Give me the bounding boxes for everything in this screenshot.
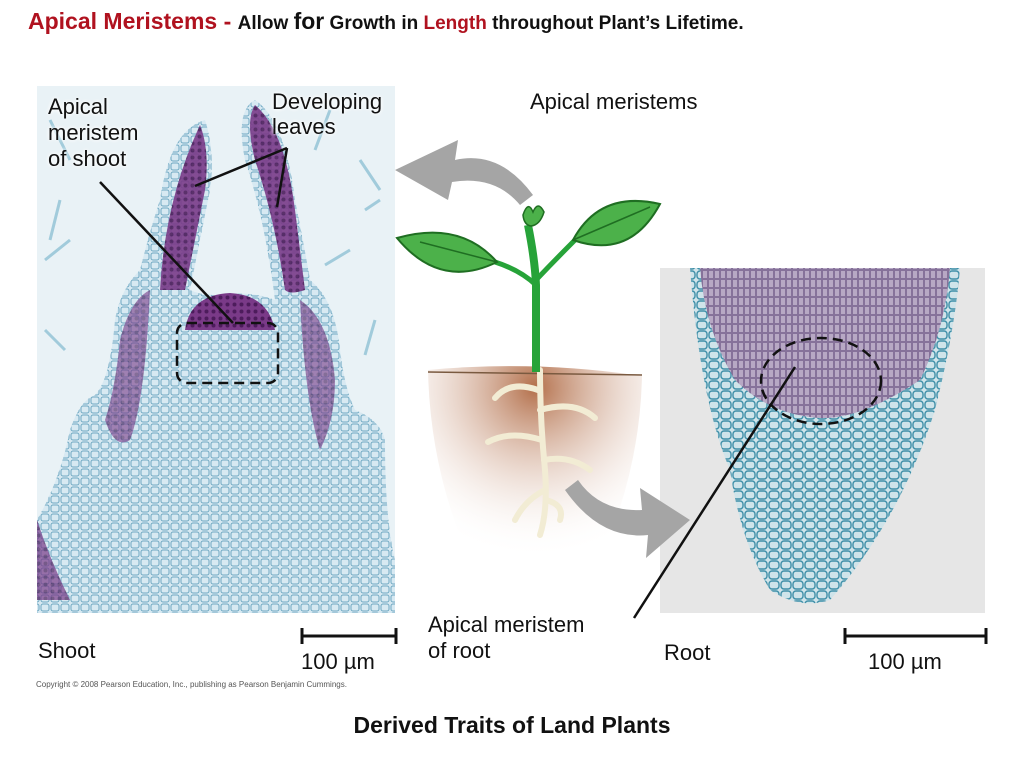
title-apical-meristems: Apical Meristems - [28,8,238,34]
label-shoot-meristem-line3: of shoot [48,146,127,171]
shoot-meristem-outline [175,321,280,385]
shoot-meristem-pointer [99,181,234,324]
label-developing-leaves: Developing leaves [272,89,382,139]
title-growth-in: Growth in [324,13,424,34]
plant-illustration [395,200,662,580]
shoot-tip [522,205,545,227]
label-shoot-meristem-line2: meristem [48,120,139,145]
root-micrograph [632,268,985,619]
slide-footer-title: Derived Traits of Land Plants [353,712,671,738]
plant-roots [485,367,598,538]
label-shoot: Shoot [38,638,96,663]
leaf-pointer-left [194,146,288,188]
title-length: Length [423,13,487,34]
scale-label-right: 100 µm [868,649,942,674]
scale-label-left: 100 µm [301,649,375,674]
label-root-meristem-line1: Apical meristem [428,612,585,637]
label-apical-meristem-of-shoot: Apical meristem of shoot [48,94,138,172]
title-throughout: throughout Plant’s Lifetime. [486,13,744,34]
label-root-meristem-line2: of root [428,638,491,663]
left-leaf [395,231,499,273]
leaf-pointer-right [275,147,289,208]
root-meristem-outline [759,336,883,426]
label-apical-meristems: Apical meristems [530,89,698,114]
scale-bar-right [843,628,988,644]
shoot-arrow [395,140,533,205]
plant-stem [524,224,540,372]
label-apical-meristem-of-root: Apical meristem of root [428,612,584,664]
shoot-micrograph [37,86,395,613]
label-developing-leaves-line2: leaves [272,114,336,139]
label-root: Root [664,640,711,665]
title-allow: Allow [237,13,294,34]
root-meristem-pointer [632,366,797,619]
page-title: Apical Meristems - Allow for Growth in L… [28,8,744,35]
scale-bar-left [300,628,398,644]
label-developing-leaves-line1: Developing [272,89,383,114]
root-arrow [565,480,690,558]
title-for: for [293,8,325,34]
label-shoot-meristem-line1: Apical [48,94,108,119]
copyright-notice: Copyright © 2008 Pearson Education, Inc.… [36,680,347,689]
